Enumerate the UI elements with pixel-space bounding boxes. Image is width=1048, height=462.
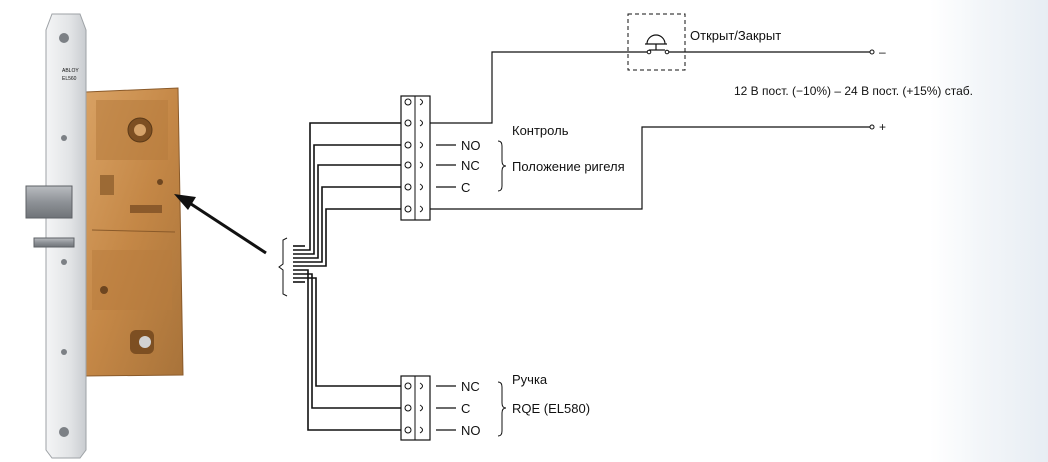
switch-label: Открыт/Закрыт: [690, 28, 781, 43]
pointer-arrow: [174, 194, 267, 255]
power-supply-label: 12 В пост. (−10%) – 24 В пост. (+15%) ст…: [734, 84, 973, 98]
dead-bolt: [25, 185, 73, 219]
minus-terminal: [869, 49, 875, 55]
plus-terminal: [869, 124, 875, 130]
plus-label: +: [879, 120, 886, 134]
lower-code-nc: NC: [461, 379, 480, 394]
terminal-code-no: NO: [461, 138, 481, 153]
door-switch: [627, 13, 686, 71]
upper-output-wires: [430, 51, 870, 210]
lock-picture: ABLOY EL560: [25, 13, 184, 459]
rqe-label: RQE (EL580): [512, 401, 590, 416]
bolt-position-label: Положение ригеля: [512, 159, 625, 174]
terminal-code-nc: NC: [461, 158, 480, 173]
faceplate-brand: ABLOY: [62, 68, 79, 74]
faceplate-model: EL560: [62, 76, 77, 82]
terminal-code-c: C: [461, 180, 470, 195]
lock-faceplate: [45, 13, 87, 459]
monitor-label: Контроль: [512, 123, 569, 138]
terminal-block-lower: [400, 375, 431, 441]
terminal-block-upper: [400, 95, 431, 221]
lower-output-wires: [436, 385, 456, 431]
lower-code-no: NO: [461, 423, 481, 438]
cable-bundle: [278, 122, 401, 431]
latch-bolt: [33, 237, 75, 248]
handle-label: Ручка: [512, 372, 548, 387]
minus-label: –: [879, 45, 886, 59]
lower-code-c: C: [461, 401, 470, 416]
braces: [497, 140, 507, 437]
